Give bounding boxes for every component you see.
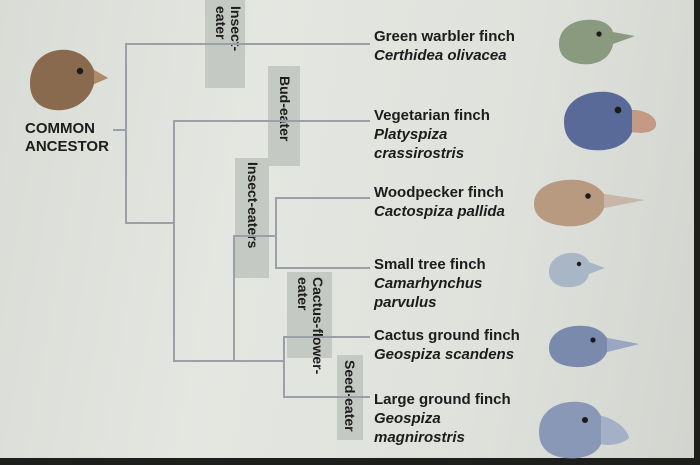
species-small-tree: Small tree finch Camarhynchus parvulus [374, 256, 486, 311]
finch-head-icon [549, 325, 639, 368]
branch-cactus-ground [283, 336, 370, 338]
cactus-flower-eater-label: Cactus-flower- eater [295, 277, 326, 375]
finch-icon [30, 49, 108, 111]
node-woodpecker-small [275, 197, 277, 269]
branch-large-ground [283, 396, 370, 398]
node-ground [283, 336, 285, 398]
species-vegetarian: Vegetarian finch Platyspiza crassirostri… [374, 107, 490, 162]
common-ancestor-label: COMMON ANCESTOR [25, 120, 109, 155]
branch-rest [125, 222, 175, 224]
node-vegetarian [173, 120, 175, 362]
insect-eaters-strip [235, 158, 269, 278]
species-green-warbler: Green warbler finch Certhidea olivacea [374, 28, 515, 64]
branch-green-warbler [125, 43, 370, 45]
branch-tree-ground [173, 360, 235, 362]
finch-head-icon [534, 179, 644, 227]
species-woodpecker: Woodpecker finch Cactospiza pallida [374, 184, 505, 220]
finch-head-icon [549, 252, 605, 288]
cactus-flower-strip [287, 272, 332, 358]
branch-small-tree [275, 267, 370, 269]
branch-vegetarian [173, 120, 370, 122]
node-tree-ground [233, 235, 235, 362]
finch-head-icon [539, 401, 629, 459]
bud-eater-label: Bud-eater [277, 76, 293, 142]
branch-insect-eaters [233, 235, 277, 237]
species-cactus-ground: Cactus ground finch Geospiza scandens [374, 327, 520, 363]
species-large-ground: Large ground finch Geospiza magnirostris [374, 391, 511, 446]
finch-head-icon [559, 19, 635, 65]
finch-head-icon [564, 91, 656, 151]
root-branch [125, 43, 127, 223]
bud-eater-strip [268, 66, 300, 166]
branch-ground [233, 360, 285, 362]
root-stub [113, 129, 127, 131]
branch-woodpecker [275, 197, 370, 199]
